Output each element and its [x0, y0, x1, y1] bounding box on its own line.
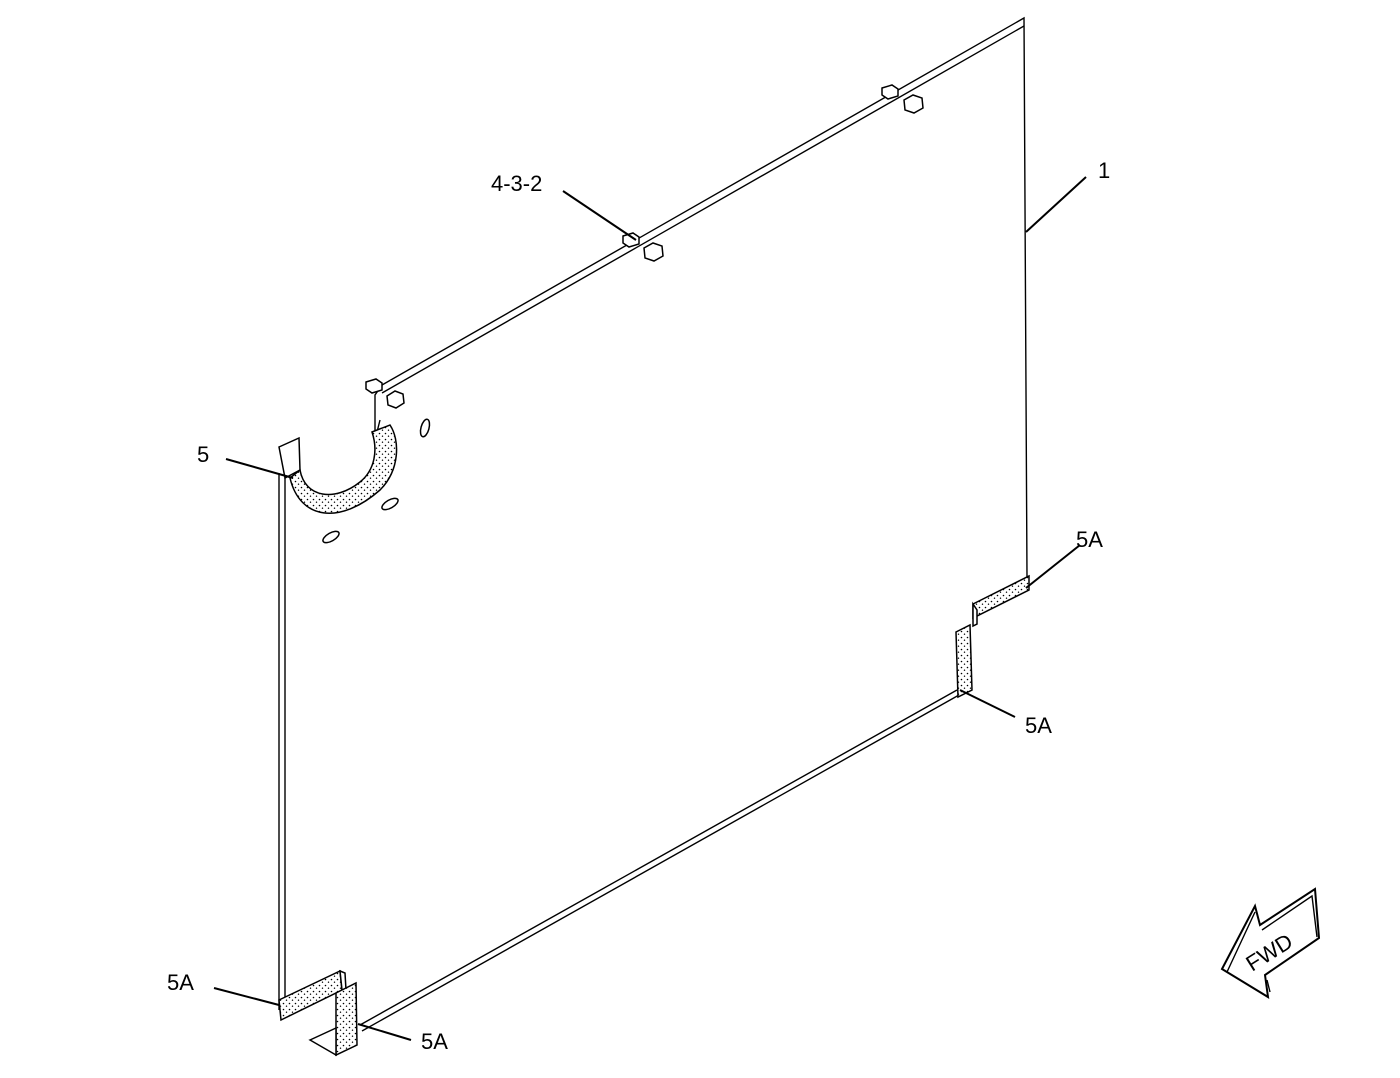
callout-seal-lower-left: 5A: [167, 970, 194, 995]
seal-lower-right: [955, 623, 973, 699]
seal-upper-right: [972, 574, 1030, 628]
fastener-middle: [622, 232, 664, 262]
callout-seal-bottom-corner: 5A: [421, 1029, 448, 1054]
seal-bottom-corner: [308, 981, 358, 1057]
fwd-label: FWD: [1241, 928, 1297, 976]
fwd-arrow-icon: FWD: [1220, 887, 1321, 999]
seal-upper-left: [278, 424, 398, 514]
callout-seal-upper-right: 5A: [1076, 527, 1103, 552]
panel: [278, 16, 1028, 1032]
leader-lines: [213, 176, 1087, 1041]
panel-holes: [322, 418, 431, 544]
callout-panel: 1: [1098, 158, 1110, 183]
callout-fastener: 4-3-2: [491, 171, 542, 196]
fastener-left: [365, 378, 405, 409]
fastener-right: [881, 84, 924, 114]
callout-seal-upper-left: 5: [197, 442, 209, 467]
callout-seal-lower-right: 5A: [1025, 713, 1052, 738]
